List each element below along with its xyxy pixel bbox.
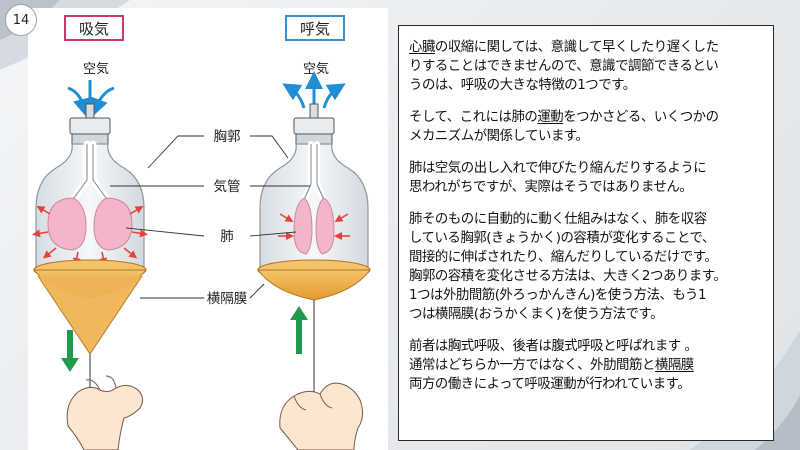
underlined-heart: 心臓 xyxy=(409,40,435,55)
inhale-hand xyxy=(66,375,144,450)
exhale-air-arrows xyxy=(282,71,346,109)
inhale-pull-arrow xyxy=(61,330,79,372)
exhale-bell-jar xyxy=(257,103,371,428)
exhale-title: 呼気 xyxy=(300,20,330,38)
paragraph-2: そして、これには肺の運動をつかさどる、いくつかの メカニズムが関係しています。 xyxy=(409,110,719,144)
paragraph-3: 肺は空気の出し入れで伸びたり縮んだりするように 思われがちですが、実際はそうでは… xyxy=(409,161,707,195)
label-leaders xyxy=(110,135,310,299)
paragraph-5: 前者は胸式呼吸、後者は腹式呼吸と呼ばれます 。 通常はどちらか一方ではなく、外肋… xyxy=(409,339,698,392)
exhale-push-arrow xyxy=(290,306,308,354)
inhale-title: 吸気 xyxy=(79,20,109,38)
air-label-left: 空気 xyxy=(83,61,109,77)
label-lung: 肺 xyxy=(220,229,234,245)
label-chest: 胸郭 xyxy=(214,128,241,145)
underlined-movement: 運動 xyxy=(537,110,564,125)
center-labels: 胸郭 気管 肺 横隔膜 xyxy=(207,128,248,307)
respiration-diagram: 吸気 呼気 空気 空気 xyxy=(28,8,388,450)
inhale-air-arrows xyxy=(67,80,115,117)
inhale-title-box: 吸気 xyxy=(64,15,124,41)
explanation-panel: 心臓の収縮に関しては、意識して早くしたり遅くした りすることはできませんので、意… xyxy=(398,25,774,441)
air-label-right: 空気 xyxy=(303,61,329,77)
label-diaphragm: 横隔膜 xyxy=(207,291,248,307)
page-number: 14 xyxy=(5,4,37,36)
paragraph-1: 心臓の収縮に関しては、意識して早くしたり遅くした りすることはできませんので、意… xyxy=(409,40,719,93)
inhale-bell-jar xyxy=(32,103,148,438)
paragraph-4: 肺そのものに自動的に動く仕組みはなく、肺を収容 している胸郭(きょうかく)の容積… xyxy=(409,212,727,322)
label-trachea: 気管 xyxy=(214,179,241,195)
underlined-diaphragm: 横隔膜 xyxy=(654,358,694,373)
exhale-title-box: 呼気 xyxy=(285,15,345,41)
